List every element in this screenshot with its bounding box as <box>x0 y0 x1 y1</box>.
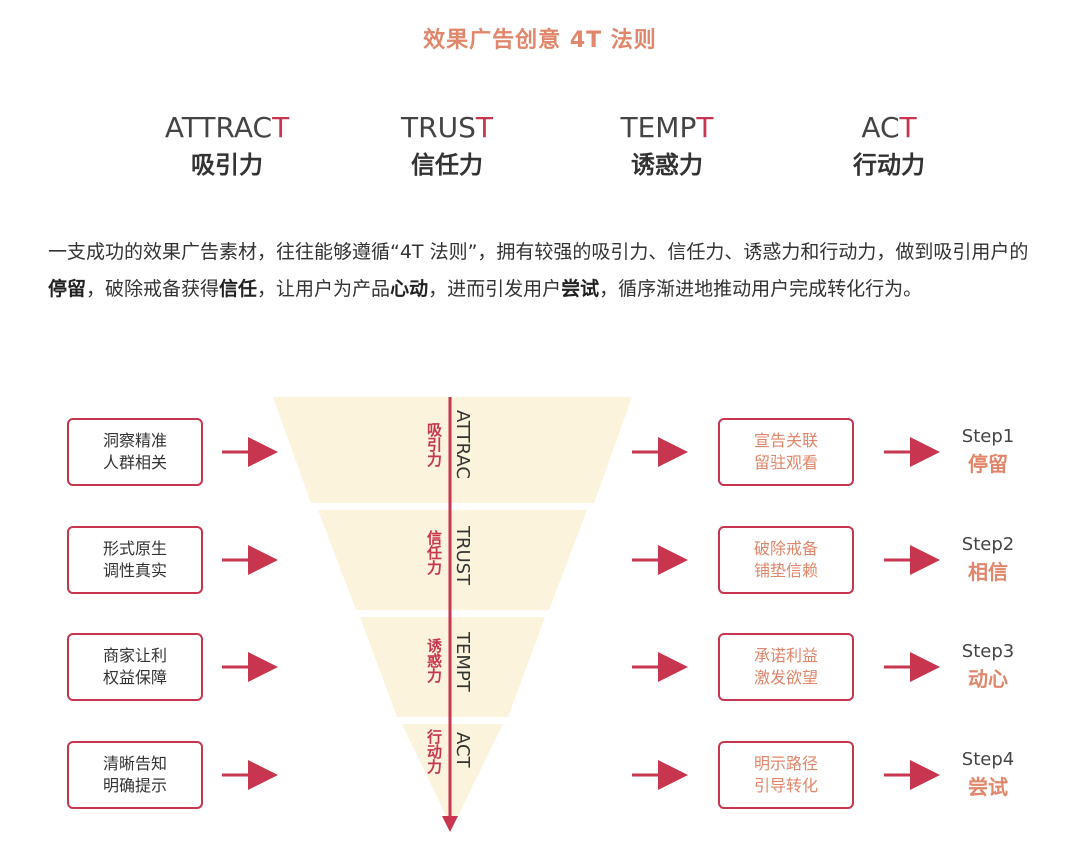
highlight-heart: 心动 <box>390 278 429 300</box>
pillar-trust: TRUST 信任力 <box>337 108 557 182</box>
funnel-en-label: ACT <box>452 732 473 768</box>
effect-box: 破除戒备铺垫信赖 <box>718 526 854 594</box>
highlight-stay: 停留 <box>48 278 87 300</box>
pillar-en-last: T <box>272 111 290 144</box>
page-title: 效果广告创意 4T 法则 <box>423 28 657 53</box>
pillar-zh: 吸引力 <box>191 151 263 179</box>
step-label: Step4 <box>961 749 1015 770</box>
funnel-en-label: TEMPT <box>452 632 473 692</box>
step-3: Step3 动心 <box>940 640 1036 694</box>
funnel-en-label: TRUST <box>452 526 473 586</box>
step-label: Step1 <box>961 426 1015 447</box>
funnel-en-label: ATTRAC <box>452 410 473 479</box>
pillar-en: TRUS <box>401 111 476 144</box>
funnel-zh-label: 吸引力 <box>425 422 443 467</box>
pillar-en: AC <box>861 111 900 144</box>
pillar-en-last: T <box>696 111 714 144</box>
step-4: Step4 尝试 <box>940 748 1036 802</box>
pillar-tempt: TEMPT 诱惑力 <box>557 108 777 182</box>
effect-box: 承诺利益激发欲望 <box>718 633 854 701</box>
pillar-en-last: T <box>475 111 493 144</box>
highlight-try: 尝试 <box>561 278 600 300</box>
funnel-zh-label: 行动力 <box>425 729 443 774</box>
funnel-segment-act <box>402 724 503 828</box>
effect-box: 明示路径引导转化 <box>718 741 854 809</box>
funnel-axis-arrowhead <box>442 816 458 832</box>
pillar-zh: 诱惑力 <box>631 151 703 179</box>
cause-box: 洞察精准人群相关 <box>67 418 203 486</box>
step-label: Step3 <box>961 641 1015 662</box>
cause-box: 清晰告知明确提示 <box>67 741 203 809</box>
step-result: 停留 <box>968 452 1008 476</box>
pillar-zh: 信任力 <box>411 151 483 179</box>
effect-box: 宣告关联留驻观看 <box>718 418 854 486</box>
step-result: 相信 <box>968 560 1008 584</box>
highlight-trust: 信任 <box>219 278 258 300</box>
funnel-zh-label: 信任力 <box>425 530 443 575</box>
step-result: 尝试 <box>968 775 1008 799</box>
pillar-en-last: T <box>899 111 917 144</box>
funnel-segment-trust <box>318 510 587 610</box>
pillar-zh: 行动力 <box>853 151 925 179</box>
funnel-segment-tempt <box>360 617 545 717</box>
step-1: Step1 停留 <box>940 425 1036 479</box>
description-paragraph: 一支成功的效果广告素材，往往能够遵循“4T 法则”，拥有较强的吸引力、信任力、诱… <box>48 241 1029 300</box>
cause-box: 商家让利权益保障 <box>67 633 203 701</box>
step-result: 动心 <box>968 667 1008 691</box>
pillar-act: ACT 行动力 <box>779 108 999 182</box>
cause-box: 形式原生调性真实 <box>67 526 203 594</box>
funnel-zh-label: 诱惑力 <box>425 638 443 683</box>
step-2: Step2 相信 <box>940 533 1036 587</box>
step-label: Step2 <box>961 534 1015 555</box>
funnel-segment-attract <box>273 397 632 503</box>
pillar-en: TEMP <box>620 111 697 144</box>
pillar-attract: ATTRACT 吸引力 <box>117 108 337 182</box>
pillar-en: ATTRAC <box>164 111 273 144</box>
